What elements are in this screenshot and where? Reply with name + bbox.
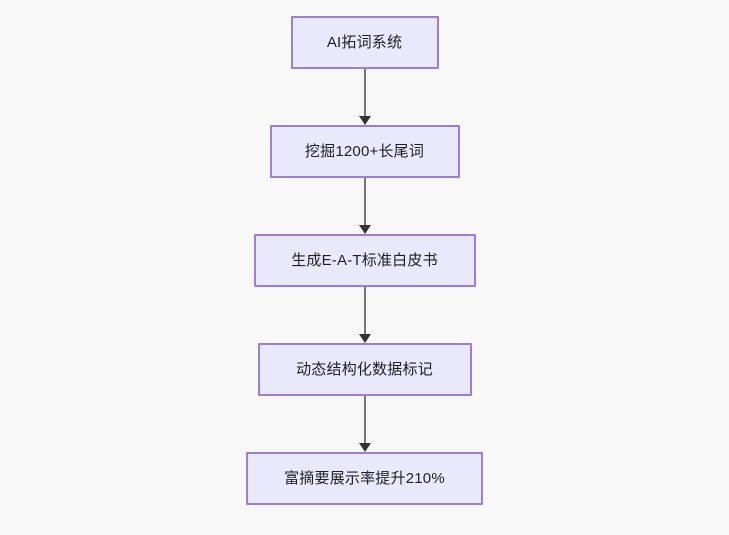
arrow-down-icon: [358, 443, 371, 452]
arrow-down-icon: [358, 116, 371, 125]
flow-edge-4: [358, 396, 372, 452]
flow-node-label: 动态结构化数据标记: [296, 361, 433, 378]
flowchart-node-column: AI拓词系统 挖掘1200+长尾词 生成E-A-T标准白皮书 动态结构化数据标记: [0, 16, 729, 505]
connector-line: [363, 287, 366, 336]
flow-edge-1: [358, 69, 372, 125]
arrow-down-icon: [358, 225, 371, 234]
connector-line: [363, 69, 366, 118]
flow-node-generate-eat-whitepaper[interactable]: 生成E-A-T标准白皮书: [253, 234, 476, 287]
flow-node-mine-longtail-keywords[interactable]: 挖掘1200+长尾词: [269, 125, 460, 178]
flow-node-label: AI拓词系统: [326, 34, 403, 51]
flow-edge-3: [358, 287, 372, 343]
flow-node-rich-snippet-impression-lift[interactable]: 富摘要展示率提升210%: [246, 452, 483, 505]
arrow-down-icon: [358, 334, 371, 343]
flow-edge-2: [358, 178, 372, 234]
flow-node-label: 挖掘1200+长尾词: [304, 143, 425, 160]
flow-node-label: 生成E-A-T标准白皮书: [291, 252, 438, 269]
connector-line: [363, 178, 366, 227]
flow-node-label: 富摘要展示率提升210%: [284, 470, 445, 487]
flow-node-dynamic-structured-data-markup[interactable]: 动态结构化数据标记: [257, 343, 472, 396]
flow-node-ai-keyword-system[interactable]: AI拓词系统: [290, 16, 439, 69]
connector-line: [363, 396, 366, 445]
